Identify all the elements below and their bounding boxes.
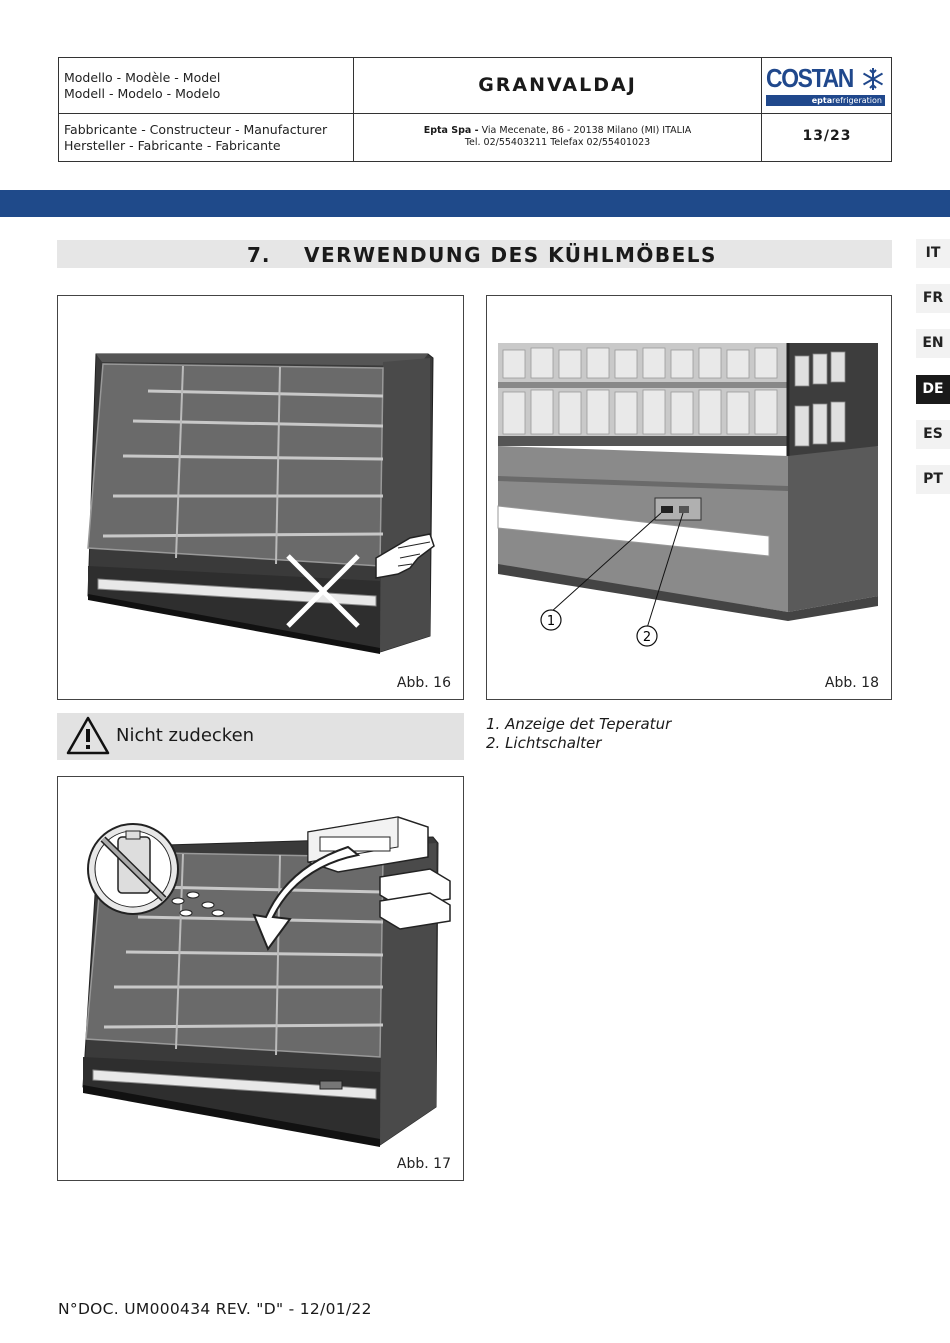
document-number: N°DOC. UM000434 REV. "D" - 12/01/22 [58, 1300, 372, 1318]
no-chemicals-icon [87, 823, 225, 917]
header-divider [59, 113, 891, 114]
figure-16: Abb. 16 [57, 295, 464, 700]
header-table: Modello - Modèle - Model Modell - Modelo… [58, 57, 892, 162]
section-number: 7. [247, 243, 271, 267]
display-case-illustration [87, 353, 435, 654]
figure-legend: 1. Anzeige det Teperatur 2. Lichtschalte… [486, 715, 671, 753]
manufacturer-info: Epta Spa - Via Mecenate, 86 - 20138 Mila… [423, 125, 692, 148]
figure-17: Abb. 17 [57, 776, 464, 1181]
package-icon [379, 868, 451, 930]
arrow-icon [252, 845, 361, 952]
hand-icon [375, 533, 435, 579]
figure-18: 1 2 Abb. 18 [486, 295, 892, 700]
lang-tab-de[interactable]: DE [916, 375, 950, 404]
figure-caption: Abb. 16 [396, 675, 451, 691]
model-name: GRANVALDAJ [478, 74, 637, 96]
lang-tab-fr[interactable]: FR [916, 284, 950, 313]
section-title: VERWENDUNG DES KÜHLMÖBELS [304, 243, 717, 267]
callout-2: 2 [643, 630, 651, 645]
lang-tab-es[interactable]: ES [916, 420, 950, 449]
figure-caption: Abb. 17 [396, 1156, 451, 1172]
costan-logo: COSTAN eptarefrigeration [766, 64, 885, 108]
callout-1: 1 [547, 614, 555, 629]
logo-subtitle: eptarefrigeration [766, 95, 885, 106]
legend-item: 1. Anzeige det Teperatur [486, 715, 672, 733]
lang-tab-it[interactable]: IT [916, 239, 950, 268]
legend-item: 2. Lichtschalter [486, 734, 602, 752]
lang-tab-en[interactable]: EN [916, 329, 950, 358]
warning-box [57, 713, 464, 760]
manufacturer-label: Fabbricante - Constructeur - Manufacture… [64, 122, 328, 153]
header-divider [353, 58, 354, 161]
warning-icon [66, 716, 110, 755]
model-label: Modello - Modèle - Model Modell - Modelo… [64, 70, 221, 101]
header-divider [761, 58, 762, 161]
figure-caption: Abb. 18 [824, 675, 879, 691]
display-case-illustration [82, 816, 451, 1147]
snowflake-icon [862, 68, 884, 90]
lang-tab-pt[interactable]: PT [916, 465, 950, 494]
warning-text: Nicht zudecken [116, 725, 255, 746]
blue-band [0, 190, 950, 217]
section-header [57, 240, 892, 268]
display-case-photo: 1 2 [497, 343, 878, 647]
page-number: 13/23 [802, 128, 852, 144]
